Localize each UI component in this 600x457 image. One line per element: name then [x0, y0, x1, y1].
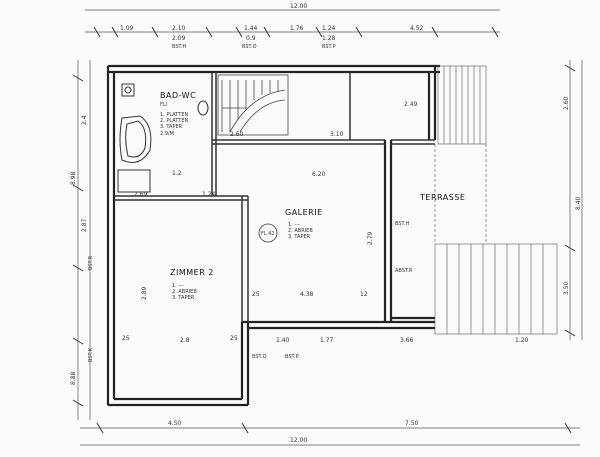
dimension-lines	[72, 9, 583, 446]
interior-walls	[114, 72, 435, 322]
bath-note-3: 3. TAPER	[160, 124, 183, 130]
zimmer-note-1: 1. ---	[172, 283, 184, 289]
dim-right-seg-1: 2.60	[563, 96, 570, 110]
dim-zimmer-h: 2.89	[141, 286, 148, 300]
label-bst-q-bot: BST.Q	[252, 354, 267, 360]
dim-right-total: 8.40	[575, 196, 582, 210]
zimmer-note-2: 2. ABRIEB	[172, 289, 197, 295]
dim-bottom-total: 12.00	[290, 437, 307, 444]
staircase	[217, 74, 289, 136]
dim-top-seg-4: 1.76	[290, 25, 304, 32]
dim-top-total: 12.00	[290, 3, 307, 10]
dim-galerie-side: 3.10	[330, 131, 344, 138]
dim-small-c: 2.49	[404, 101, 418, 108]
bath-note-2: 2. PLATTEN	[160, 118, 188, 124]
galerie-stamp: FL.42	[261, 231, 275, 237]
label-bst-o-top: BST.O	[242, 44, 257, 50]
dim-left-seg-1: 2.4	[81, 115, 88, 125]
dim-galerie-inner: 2.60	[230, 131, 244, 138]
label-bst-h-top: BST.H	[172, 44, 187, 50]
zimmer-note-3: 3. TAPER	[172, 295, 195, 301]
dim-zim-right: 25	[230, 335, 238, 342]
terrace-decking	[434, 65, 558, 335]
dim-bath-h: 1.2	[172, 170, 182, 177]
dim-left-seg-3: 8.88	[70, 371, 77, 385]
dim-bottom-seg-1: 4.50	[168, 420, 182, 427]
label-bst-h-mid: BST.H	[395, 221, 410, 227]
dim-zimmer-w: 2.8	[180, 337, 190, 344]
dim-gal-25: 25	[252, 291, 260, 298]
dim-small-b: 1.24	[202, 191, 216, 198]
dim-top-sub-3: 1.28	[322, 35, 336, 42]
dim-top-seg-6: 4.52	[410, 25, 424, 32]
bath-note-1: 1. PLATTEN	[160, 112, 188, 118]
dim-left-seg-2: 2.87	[81, 218, 88, 232]
dim-bottom-seg-2: 7.50	[405, 420, 419, 427]
dim-top-seg-1: 1.09	[120, 25, 134, 32]
dim-left-total: 8.98	[70, 171, 77, 185]
galerie-note-3: 3. TAPER	[288, 234, 311, 240]
dim-gal-12: 12	[360, 291, 368, 298]
dim-top-seg-5: 1.24	[322, 25, 336, 32]
room-label-zimmer: ZIMMER 2	[170, 268, 214, 277]
dim-galerie-bottom: 4.38	[300, 291, 314, 298]
galerie-note-2: 2. ABRIEB	[288, 228, 313, 234]
exterior-walls	[106, 64, 440, 407]
room-label-galerie: GALERIE	[285, 208, 323, 217]
dim-right-low: 1.20	[515, 337, 529, 344]
label-bst-k-left: BST.K	[88, 347, 94, 362]
label-bst-p-bot: BST.P	[285, 354, 299, 360]
dim-small-a: 2.69	[134, 191, 148, 198]
dim-galerie-h: 2.79	[367, 231, 374, 245]
dim-galerie-w: 6.20	[312, 171, 326, 178]
bath-fixtures	[117, 83, 209, 193]
label-bst-r-left: BST.R	[88, 255, 94, 270]
dim-zim-left: 25	[122, 335, 130, 342]
bath-code: 2.9/M	[160, 131, 174, 137]
room-label-bath: BAD-WC	[160, 91, 196, 100]
label-abst-r: ABST.R	[395, 268, 413, 274]
dim-right-mid: 3.66	[400, 337, 414, 344]
dim-inner-mid2: 1.77	[320, 337, 334, 344]
galerie-note-1: 1. ---	[288, 222, 300, 228]
dim-top-sub-2: 0.9	[246, 35, 256, 42]
room-label-terrasse: TERRASSE	[419, 193, 465, 202]
label-bst-p-top: BST.P	[322, 44, 336, 50]
dim-top-seg-3: 1.44	[244, 25, 258, 32]
dim-top-seg-2: 2.10	[172, 25, 186, 32]
dim-top-sub-1: 2.09	[172, 35, 186, 42]
room-sub-bath: FLI	[160, 102, 167, 108]
dim-right-seg-2: 3.50	[563, 281, 570, 295]
galerie-stamp-circle	[258, 223, 278, 243]
dim-inner-mid: 1.40	[276, 337, 290, 344]
